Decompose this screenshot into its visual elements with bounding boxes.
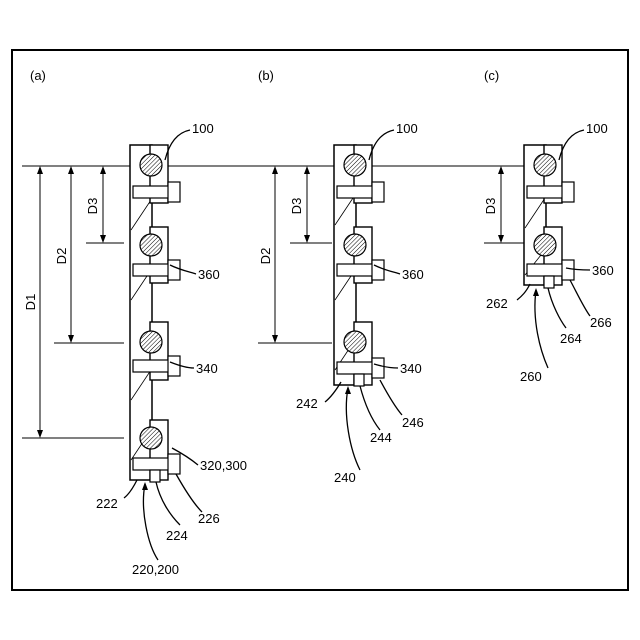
panel-c-callout-assembly: 260 xyxy=(520,369,542,384)
panel-c-callout-plate: 262 xyxy=(486,296,508,311)
panel-a-callout-pipe: 100 xyxy=(192,121,214,136)
panel-c-callout-bolt: 266 xyxy=(590,315,612,330)
panel-c-callout-pipe: 100 xyxy=(586,121,608,136)
panel-a-callout-assembly: 220,200 xyxy=(132,562,179,577)
panel-c-label: (c) xyxy=(484,68,499,83)
panel-a-d1-label: D1 xyxy=(23,294,38,311)
panel-a-callout-plate: 222 xyxy=(96,496,118,511)
panel-b-callout-assembly: 240 xyxy=(334,470,356,485)
panel-b-d2-label: D2 xyxy=(258,248,273,265)
panel-c-callout-nut: 264 xyxy=(560,331,582,346)
panel-c: (c) D3 xyxy=(483,68,614,384)
panel-b-callout-plate: 242 xyxy=(296,396,318,411)
panel-b: (b) D xyxy=(258,68,424,485)
panel-a-dim-d3 xyxy=(100,166,106,243)
panel-b-callout-360: 360 xyxy=(402,267,424,282)
panel-b-dim-d3 xyxy=(304,166,310,243)
panel-a-callout-320: 320,300 xyxy=(200,458,247,473)
panel-a-callout-360: 360 xyxy=(198,267,220,282)
panel-b-callout-nut: 244 xyxy=(370,430,392,445)
panel-b-callout-bolt: 246 xyxy=(402,415,424,430)
panel-a-callout-bolt: 226 xyxy=(198,511,220,526)
panel-a-label: (a) xyxy=(30,68,46,83)
panel-b-d3-label: D3 xyxy=(289,198,304,215)
panel-c-dim-d3 xyxy=(498,166,504,243)
panel-a-callout-nut: 224 xyxy=(166,528,188,543)
panel-a-d2-label: D2 xyxy=(54,248,69,265)
panel-a-callout-340: 340 xyxy=(196,361,218,376)
panel-b-label: (b) xyxy=(258,68,274,83)
panel-c-callout-360: 360 xyxy=(592,263,614,278)
panel-b-callout-pipe: 100 xyxy=(396,121,418,136)
panel-c-d3-label: D3 xyxy=(483,198,498,215)
panel-b-callout-340: 340 xyxy=(400,361,422,376)
panel-a: (a) xyxy=(23,68,247,577)
panel-a-d3-label: D3 xyxy=(85,198,100,215)
